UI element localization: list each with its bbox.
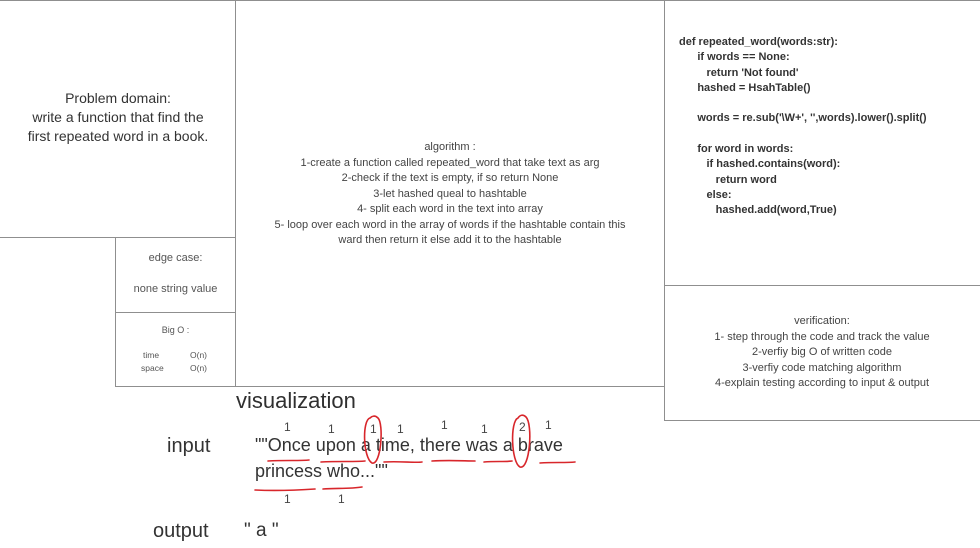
problem-domain-line: write a function that find the (32, 109, 204, 125)
underline-mark (322, 486, 363, 490)
code-line: else: (679, 188, 732, 201)
code-line: return 'Not found' (679, 66, 799, 79)
edge-case-title: edge case: (148, 252, 203, 264)
underline-mark (539, 461, 576, 464)
word-count: 1 (545, 418, 552, 432)
verification-step: 3-verfiy code matching algorithm (742, 361, 902, 374)
word-count: 2 (519, 420, 526, 434)
output-value: " a " (244, 520, 279, 541)
big-o-space-label: space (141, 363, 164, 373)
big-o-time-label: time (143, 350, 160, 360)
code-line: def repeated_word(words:str): (679, 36, 838, 48)
problem-domain-text: Problem domain: write a function that fi… (0, 89, 236, 146)
input-label: input (167, 435, 211, 457)
word-count: 1 (338, 492, 345, 506)
verification-step: 1- step through the code and track the v… (714, 330, 930, 343)
word-count: 1 (370, 422, 377, 436)
code-line: words = re.sub('\W+', '',words).lower().… (679, 112, 927, 125)
input-text-line-2: princess who..."" (255, 461, 388, 481)
code-snippet: def repeated_word(words:str): if words =… (679, 35, 927, 219)
edge-case-value: none string value (133, 283, 218, 295)
verification-title: verification: (794, 315, 850, 327)
word-count: 1 (328, 422, 335, 436)
big-o-time-value: O(n) (190, 350, 207, 360)
code-line: if hashed.contains(word): (679, 158, 841, 171)
big-o-space-value: O(n) (190, 363, 207, 373)
problem-domain-title: Problem domain: (65, 90, 171, 106)
verification-step: 4-explain testing according to input & o… (714, 377, 930, 389)
word-count: 1 (284, 492, 291, 506)
problem-domain-line: first repeated word in a book. (27, 128, 209, 144)
underline-mark (254, 488, 316, 492)
code-line: hashed = HsahTable() (679, 81, 811, 94)
code-line: hashed.add(word,True) (679, 204, 837, 217)
underline-mark (267, 459, 310, 462)
algorithm-title: algorithm : (424, 141, 476, 153)
circle-mark-second-a (511, 414, 531, 468)
underline-mark (483, 460, 513, 463)
algorithm-step: 4- split each word in the text into arra… (357, 203, 543, 215)
algorithm-step: 5- loop over each word in the array of w… (274, 218, 626, 231)
word-count: 1 (284, 420, 291, 434)
verification-step: 2-verfiy big O of written code (751, 346, 892, 358)
algorithm-step: 2-check if the text is empty, if so retu… (341, 172, 559, 184)
algorithm-step: 1-create a function called repeated_word… (300, 156, 600, 169)
algorithm-text: algorithm : 1-create a function called r… (236, 140, 664, 249)
verification-text: verification: 1- step through the code a… (664, 314, 980, 392)
code-line: if words == None: (679, 51, 790, 64)
circle-mark-first-a (363, 415, 382, 464)
word-count: 1 (441, 418, 448, 432)
code-line: return word (679, 173, 777, 186)
word-count: 1 (481, 422, 488, 436)
underline-mark (320, 460, 366, 463)
output-label: output (153, 520, 209, 542)
algorithm-step: ward then return it else add it to the h… (338, 234, 562, 246)
algorithm-step: 3-let hashed queal to hashtable (373, 187, 527, 200)
verification-box (664, 285, 980, 421)
word-count: 1 (397, 422, 404, 436)
input-text-line-1: ""Once upon a time, there was a brave (255, 435, 563, 455)
underline-mark (383, 460, 423, 464)
code-line: for word in words: (679, 143, 794, 156)
big-o-title: Big O : (161, 325, 190, 335)
big-o-box (115, 312, 236, 387)
visualization-title: visualization (236, 388, 356, 413)
